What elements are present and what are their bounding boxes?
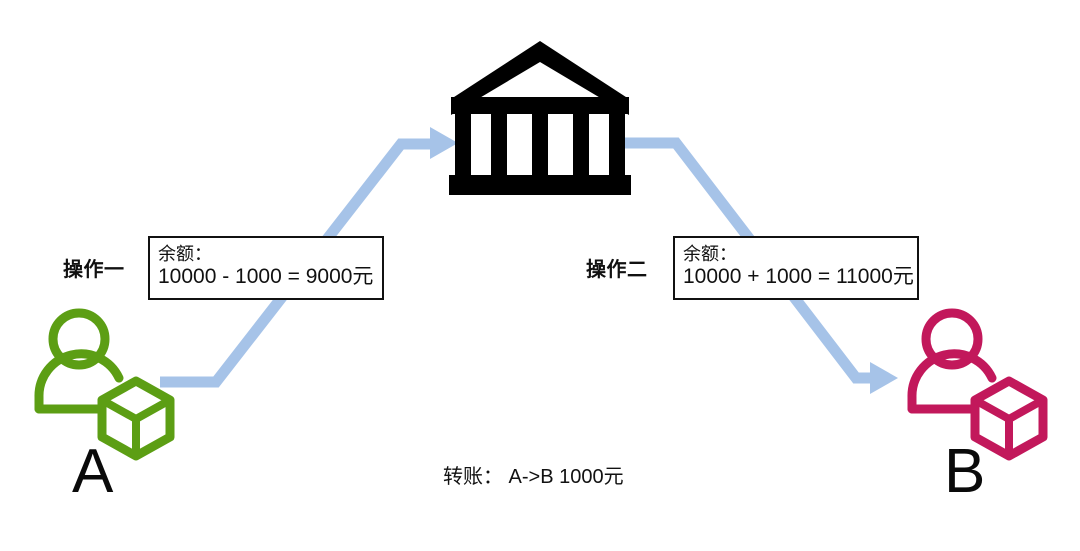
- arrow-bank-to-b: [620, 137, 898, 394]
- party-b-user-head: [921, 308, 983, 370]
- bank-icon-column-2: [532, 114, 548, 177]
- party-a-icon: [34, 308, 175, 461]
- bank-icon: [449, 41, 631, 195]
- arrow-bank-to-b-head: [870, 362, 898, 394]
- bank-icon-base: [449, 175, 631, 195]
- bank-icon-column-right-outer: [609, 114, 625, 177]
- arrow-bank-to-b-shaft: [620, 137, 872, 384]
- party-a-user-head: [48, 308, 110, 370]
- bank-icon-roof: [451, 41, 629, 115]
- arrow-a-to-bank-head: [430, 127, 458, 159]
- bank-icon-column-1: [491, 114, 507, 177]
- bank-icon-architrave: [451, 97, 629, 114]
- party-b-user-shoulders: [907, 349, 997, 414]
- party-b-icon: [907, 308, 1048, 461]
- bank-icon-column-3: [573, 114, 589, 177]
- arrow-a-to-bank: [160, 127, 458, 388]
- party-a-user-shoulders: [34, 349, 124, 414]
- bank-icon-column-left-outer: [455, 114, 471, 177]
- arrow-a-to-bank-shaft: [160, 138, 432, 388]
